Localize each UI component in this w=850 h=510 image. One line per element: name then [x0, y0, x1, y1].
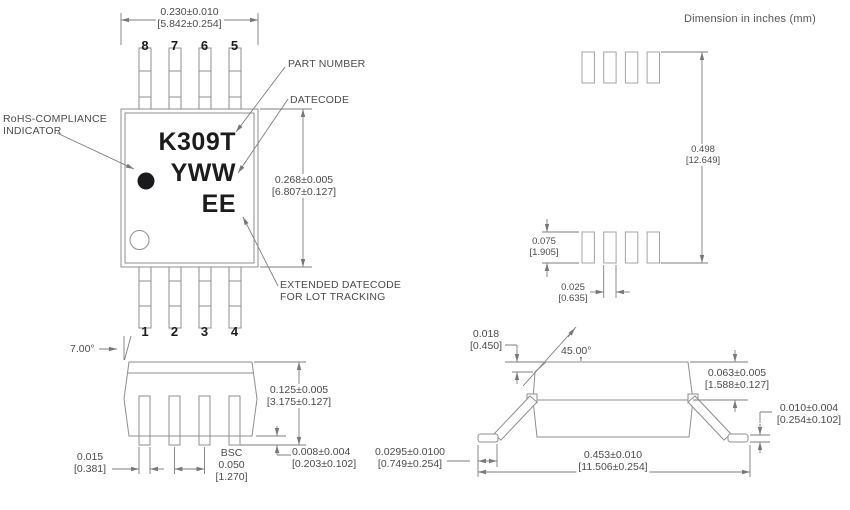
draft-angle-label: 7.00° [70, 343, 95, 355]
draft-angle-value: 7.00° [70, 343, 95, 355]
body-length-in: 0.268±0.005 [269, 174, 339, 186]
pin-5-label: 5 [230, 38, 239, 53]
lead-thickness-dimension [750, 411, 772, 453]
side-view-linework [99, 335, 306, 474]
chamfer-angle-value: 45.00° [561, 345, 592, 357]
lead-thickness-mm: [0.254±0.102] [774, 414, 844, 426]
pin-4-label: 4 [230, 324, 239, 339]
extended-callout-line2: FOR LOT TRACKING [280, 291, 386, 303]
standoff-mm: [0.203±0.102] [292, 458, 357, 470]
pitch-dimension [174, 447, 205, 474]
end-leads [477, 393, 749, 443]
foot-length-in: 0.0295±0.0100 [373, 446, 447, 458]
pin1-indicator-circle [129, 230, 150, 250]
pitch-in: 0.050 [213, 459, 250, 471]
overall-height-in: 0.125±0.005 [264, 384, 334, 396]
foot-length-mm: [0.749±0.254] [373, 458, 447, 470]
overall-height-dim-label: 0.125±0.005 [3.175±0.127] [264, 384, 334, 408]
pin-2-label: 2 [170, 324, 179, 339]
pad-width-in: 0.025 [556, 282, 590, 293]
part-number-callout: PART NUMBER [288, 58, 366, 70]
pad-length-mm: [1.905] [527, 247, 561, 258]
lead-span-in: 0.453±0.010 [576, 449, 650, 461]
datecode-callout: DATECODE [290, 94, 350, 106]
marking-part-number: K309T [158, 128, 236, 156]
extended-datecode-callout: EXTENDED DATECODE FOR LOT TRACKING [280, 279, 401, 303]
bottom-pins [138, 266, 242, 329]
body-thickness-mm: [1.588±0.127] [702, 379, 772, 391]
pitch-mm: [1.270] [213, 471, 250, 483]
lead-width-dimension [112, 447, 164, 474]
body-thickness-in: 0.063±0.005 [702, 367, 772, 379]
lead-thickness-in: 0.010±0.004 [774, 402, 844, 414]
land-overall-mm: [12.649] [683, 155, 723, 166]
lead-thickness-dim-label: 0.010±0.004 [0.254±0.102] [774, 402, 844, 426]
package-body-inner-edge [124, 112, 255, 264]
lead-width-mm: [0.381] [71, 463, 109, 475]
lead-width-in: 0.015 [71, 451, 109, 463]
pad-width-dimension [590, 265, 630, 298]
rohs-indicator-callout: RoHS-COMPLIANCE INDICATOR [3, 113, 107, 137]
body-thickness-dimension [690, 350, 748, 412]
callout-leader-lines [56, 66, 289, 287]
pad-length-dimension [542, 219, 579, 277]
draft-angle-indicator [99, 335, 132, 361]
body-width-mm: [5.842±0.254] [155, 18, 224, 30]
standoff-dim-label: 0.008±0.004 [0.203±0.102] [292, 446, 357, 470]
standoff-in: 0.008±0.004 [292, 446, 357, 458]
top-pins [138, 47, 242, 111]
pitch-dim-label: BSC 0.050 [1.270] [213, 447, 250, 483]
marking-extended-datecode: EE [201, 190, 236, 218]
pitch-qualifier: BSC [213, 447, 250, 459]
side-body-outline [123, 361, 258, 437]
pin-3-label: 3 [200, 324, 209, 339]
top-view-linework [56, 13, 312, 329]
body-length-mm: [6.807±0.127] [269, 186, 339, 198]
marking-datecode: YWW [170, 159, 236, 187]
pad-length-in: 0.075 [527, 236, 561, 247]
lead-span-mm: [11.506±0.254] [576, 461, 650, 473]
pin-7-label: 7 [170, 38, 179, 53]
lead-span-dim-label: 0.453±0.010 [11.506±0.254] [576, 449, 650, 473]
body-thickness-dim-label: 0.063±0.005 [1.588±0.127] [702, 367, 772, 391]
lead-width-dim-label: 0.015 [0.381] [71, 451, 109, 475]
pad-length-dim-label: 0.075 [1.905] [527, 236, 561, 258]
land-pads [581, 51, 660, 264]
pad-width-mm: [0.635] [556, 293, 590, 304]
foot-length-dim-label: 0.0295±0.0100 [0.749±0.254] [373, 446, 447, 470]
rohs-callout-line2: INDICATOR [3, 125, 62, 137]
chamfer-mm: [0.450] [467, 340, 505, 352]
chamfer-angle-label: 45.00° [561, 345, 592, 357]
land-pattern-linework [542, 51, 708, 298]
chamfer-in: 0.018 [467, 328, 505, 340]
side-leads [138, 395, 241, 446]
chamfer-dim-label: 0.018 [0.450] [467, 328, 505, 352]
body-width-dim-label: 0.230±0.010 [5.842±0.254] [155, 6, 224, 30]
chamfer-dimension [505, 344, 544, 384]
pin-6-label: 6 [200, 38, 209, 53]
overall-height-mm: [3.175±0.127] [264, 396, 334, 408]
package-marking: K309T YWW EE [130, 127, 236, 220]
body-width-in: 0.230±0.010 [155, 6, 224, 18]
land-overall-dim-label: 0.498 [12.649] [683, 144, 723, 166]
rohs-callout-line1: RoHS-COMPLIANCE [3, 113, 107, 125]
chamfer-extension-line [522, 326, 577, 387]
pad-width-dim-label: 0.025 [0.635] [556, 282, 590, 304]
extended-callout-line1: EXTENDED DATECODE [280, 279, 402, 291]
rohs-dot-icon [137, 172, 155, 190]
land-overall-in: 0.498 [683, 144, 723, 155]
pin-1-label: 1 [141, 324, 149, 339]
standoff-dimension [256, 426, 291, 456]
units-note: Dimension in inches (mm) [684, 13, 816, 25]
body-length-dim-label: 0.268±0.005 [6.807±0.127] [269, 174, 339, 198]
pin-8-label: 8 [141, 38, 149, 53]
